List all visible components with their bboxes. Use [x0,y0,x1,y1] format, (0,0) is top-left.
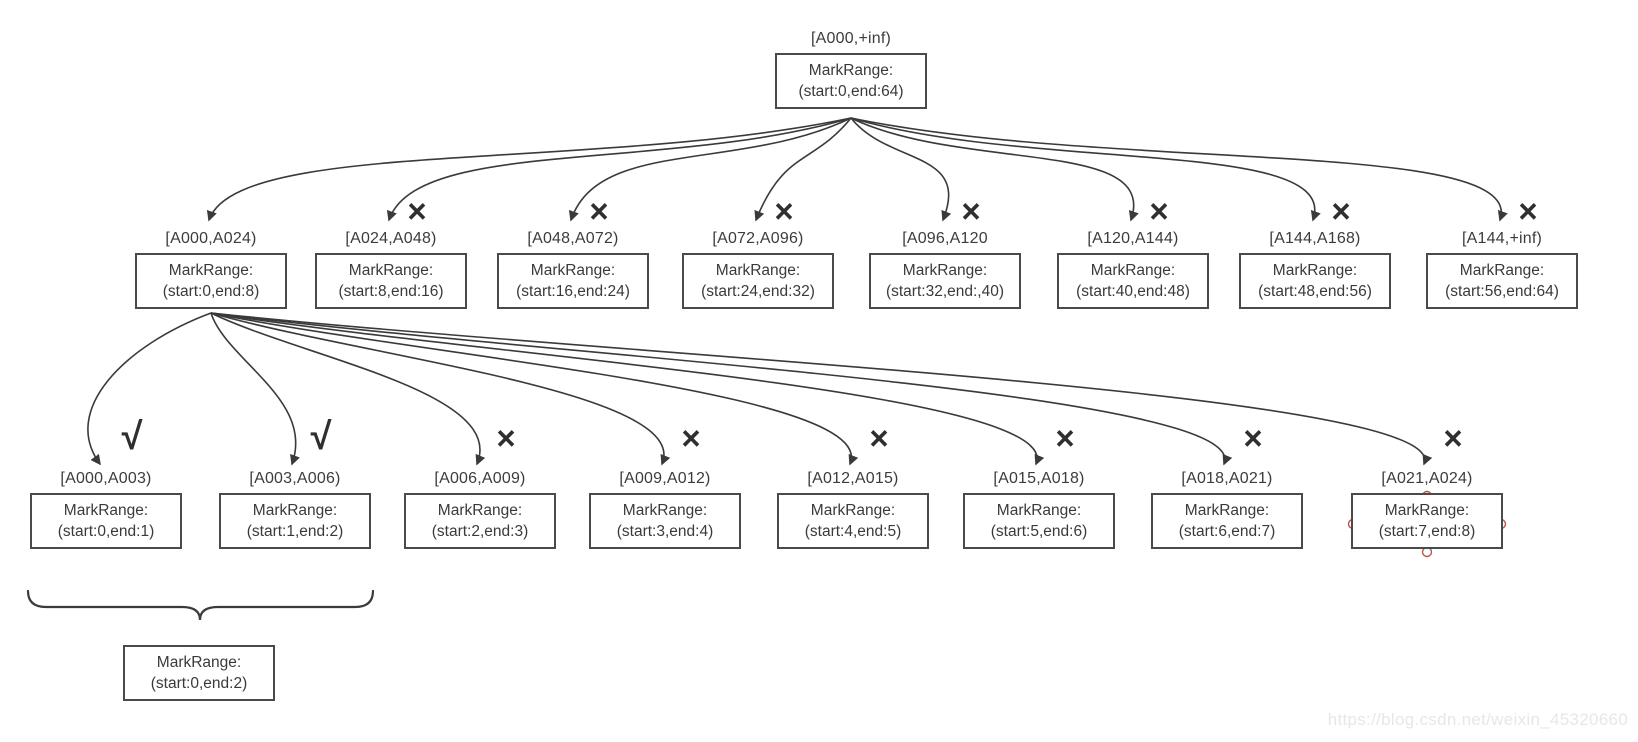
l3-node-8-fail-mark: × [1443,419,1463,457]
edge-root-l2-4 [754,117,852,222]
edge-l2-1-l3-8 [210,312,1433,466]
l2-node-5-label: [A096,A120 [902,230,988,247]
l2-node-8-fail-mark: × [1518,192,1538,230]
l3-node-4-fail-mark: × [681,419,701,457]
l2-node-3: [A048,A072) MarkRange: (start:16,end:24) [497,230,649,309]
l3-node-5-fail-mark: × [869,419,889,457]
l3-node-8-label: [A021,A024) [1381,470,1473,487]
l3-node-3-box[interactable]: MarkRange: (start:2,end:3) [404,493,556,549]
l3-node-1-label: [A000,A003) [60,470,152,487]
edge-root-l2-6 [850,117,1139,222]
l2-node-3-fail-mark: × [589,192,609,230]
l2-node-5-box[interactable]: MarkRange: (start:32,end:,40) [869,253,1021,309]
l2-node-2-box[interactable]: MarkRange: (start:8,end:16) [315,253,467,309]
l2-node-4: [A072,A096) MarkRange: (start:24,end:32) [682,230,834,309]
l3-node-8-selected: [A021,A024) MarkRange: (start:7,end:8) [1351,470,1503,549]
l2-node-5: [A096,A120 MarkRange: (start:32,end:,40) [869,230,1021,309]
l3-node-1-pass-mark: √ [121,416,143,458]
l3-node-6: [A015,A018) MarkRange: (start:5,end:6) [963,470,1115,549]
edge-root-l2-1 [206,117,852,222]
l2-node-2-label: [A024,A048) [345,230,437,247]
l2-node-8-label: [A144,+inf) [1461,230,1543,247]
edge-l2-1-l3-1 [87,312,212,466]
l2-node-1: [A000,A024) MarkRange: (start:0,end:8) [135,230,287,309]
root-node-label: [A000,+inf) [810,30,892,47]
edge-l2-1-l3-5 [210,312,859,466]
l2-node-6-fail-mark: × [1149,192,1169,230]
l3-node-4-box[interactable]: MarkRange: (start:3,end:4) [589,493,741,549]
l2-node-4-fail-mark: × [774,192,794,230]
csdn-watermark: https://blog.csdn.net/weixin_45320660 [1327,710,1628,729]
edge-l2-1-l3-6 [210,312,1045,466]
edge-l2-1-l3-2 [210,312,300,466]
l2-node-8: [A144,+inf) MarkRange: (start:56,end:64) [1426,230,1578,309]
l3-node-4: [A009,A012) MarkRange: (start:3,end:4) [589,470,741,549]
l3-node-7-label: [A018,A021) [1181,470,1273,487]
l3-node-3-fail-mark: × [496,419,516,457]
l3-node-2-box[interactable]: MarkRange: (start:1,end:2) [219,493,371,549]
edge-root-l2-5 [850,117,952,222]
l3-node-2-pass-mark: √ [310,416,332,458]
root-node: [A000,+inf) MarkRange: (start:0,end:64) [775,30,927,109]
l2-node-6-label: [A120,A144) [1087,230,1179,247]
l2-node-4-label: [A072,A096) [712,230,804,247]
l2-node-6-box[interactable]: MarkRange: (start:40,end:48) [1057,253,1209,309]
l3-node-5: [A012,A015) MarkRange: (start:4,end:5) [777,470,929,549]
edge-root-l2-3 [568,117,852,222]
l3-node-8-box[interactable]: MarkRange: (start:7,end:8) [1351,493,1503,549]
l3-node-3-label: [A006,A009) [434,470,526,487]
merged-node: MarkRange: (start:0,end:2) [123,645,275,701]
merge-brace [26,589,375,621]
l3-node-5-box[interactable]: MarkRange: (start:4,end:5) [777,493,929,549]
l3-node-1-box[interactable]: MarkRange: (start:0,end:1) [30,493,182,549]
l2-node-2-fail-mark: × [407,192,427,230]
l2-node-4-box[interactable]: MarkRange: (start:24,end:32) [682,253,834,309]
l3-node-7-fail-mark: × [1243,419,1263,457]
l3-node-6-fail-mark: × [1055,419,1075,457]
edge-root-l2-2 [386,117,852,222]
l2-node-7: [A144,A168) MarkRange: (start:48,end:56) [1239,230,1391,309]
l2-node-5-fail-mark: × [961,192,981,230]
l2-node-8-box[interactable]: MarkRange: (start:56,end:64) [1426,253,1578,309]
edge-root-l2-8 [850,117,1508,222]
l2-node-7-fail-mark: × [1331,192,1351,230]
l2-node-3-box[interactable]: MarkRange: (start:16,end:24) [497,253,649,309]
l2-node-6: [A120,A144) MarkRange: (start:40,end:48) [1057,230,1209,309]
l2-node-2: [A024,A048) MarkRange: (start:8,end:16) [315,230,467,309]
edge-l2-1-l3-3 [210,312,486,466]
l3-node-1: [A000,A003) MarkRange: (start:0,end:1) [30,470,182,549]
edge-root-l2-7 [850,117,1321,222]
l2-node-3-label: [A048,A072) [527,230,619,247]
merged-node-box[interactable]: MarkRange: (start:0,end:2) [123,645,275,701]
root-node-box[interactable]: MarkRange: (start:0,end:64) [775,53,927,109]
edge-l2-1-l3-7 [210,312,1233,466]
l3-node-4-label: [A009,A012) [619,470,711,487]
l3-node-5-label: [A012,A015) [807,470,899,487]
l3-node-2: [A003,A006) MarkRange: (start:1,end:2) [219,470,371,549]
l3-node-2-label: [A003,A006) [249,470,341,487]
l3-node-7-box[interactable]: MarkRange: (start:6,end:7) [1151,493,1303,549]
l3-node-7: [A018,A021) MarkRange: (start:6,end:7) [1151,470,1303,549]
l3-node-3: [A006,A009) MarkRange: (start:2,end:3) [404,470,556,549]
l2-node-1-box[interactable]: MarkRange: (start:0,end:8) [135,253,287,309]
l2-node-7-box[interactable]: MarkRange: (start:48,end:56) [1239,253,1391,309]
l3-node-6-box[interactable]: MarkRange: (start:5,end:6) [963,493,1115,549]
l2-node-1-label: [A000,A024) [165,230,257,247]
edge-l2-1-l3-4 [210,312,671,466]
l2-node-7-label: [A144,A168) [1269,230,1361,247]
l3-node-6-label: [A015,A018) [993,470,1085,487]
